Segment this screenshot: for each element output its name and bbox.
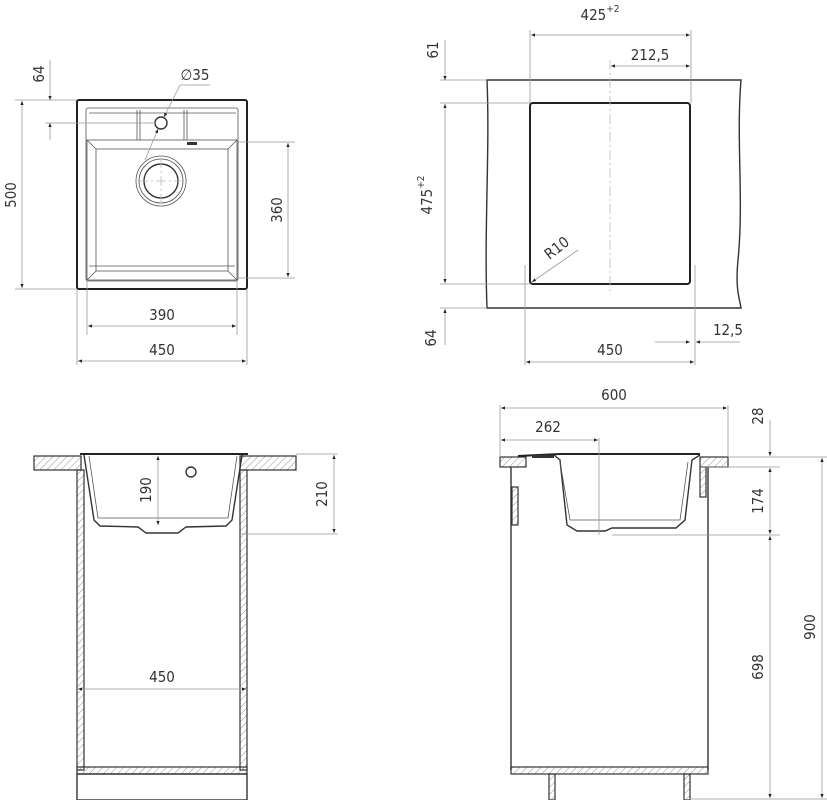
cabinet-leg-back — [683, 773, 691, 800]
dim-cutout-top-offset: 61 — [424, 41, 442, 58]
dim-cutout-width: 425+2 — [580, 4, 619, 24]
dim-top-tap-offset: 64 — [30, 65, 48, 82]
side-section: 600 262 28 174 698 900 — [499, 386, 827, 800]
dim-front-total-depth: 210 — [313, 481, 331, 507]
dim-tap-diameter: ∅35 — [181, 66, 210, 84]
dim-top-bowl-width: 390 — [149, 306, 175, 324]
side-countertop-left — [499, 456, 527, 468]
cabinet-wall-left — [76, 469, 85, 771]
dim-cutout-width-value: 425 — [580, 6, 606, 24]
dim-side-countertop-thickness: 28 — [749, 407, 767, 424]
dim-top-overall-width: 450 — [149, 341, 175, 359]
dim-side-floor-to-bowl: 698 — [749, 654, 767, 680]
side-sink-bowl — [553, 454, 701, 532]
cutout-view: 425+2 212,5 61 475+2 R10 64 450 12,5 — [416, 4, 743, 365]
side-countertop-right — [699, 456, 729, 468]
top-view: 500 64 360 390 450 ∅35 — [2, 60, 295, 365]
dim-side-drain-offset: 262 — [535, 418, 561, 436]
dim-side-bowl-below-counter: 174 — [749, 488, 767, 514]
countertop-left — [33, 455, 82, 471]
dim-cutout-half-width: 212,5 — [631, 46, 670, 64]
dim-corner-radius: R10 — [541, 233, 573, 264]
cabinet-floor — [76, 766, 248, 775]
dim-cutout-bottom-offset: 64 — [422, 329, 440, 346]
dim-cutout-depth-value: 475 — [418, 189, 436, 215]
tap-hole — [154, 116, 168, 130]
dim-side-cabinet-depth: 600 — [601, 386, 627, 404]
dim-front-cabinet-width: 450 — [149, 668, 175, 686]
dim-cutout-depth-tolerance: +2 — [416, 175, 427, 188]
dim-top-bowl-depth: 360 — [268, 197, 286, 223]
dim-cutout-width-tolerance: +2 — [606, 4, 619, 15]
sink-bowl-section — [83, 454, 243, 534]
dim-cutout-depth: 475+2 — [416, 175, 436, 214]
dim-top-overall-depth: 500 — [2, 182, 20, 208]
side-cabinet-floor — [510, 766, 709, 775]
front-section: 190 210 450 — [33, 453, 338, 800]
dim-side-total-height: 900 — [801, 614, 819, 640]
cabinet-leg-front — [548, 773, 556, 800]
dim-cutout-sink-width: 450 — [597, 341, 623, 359]
dim-cutout-side-offset: 12,5 — [713, 321, 743, 339]
countertop-right — [239, 455, 297, 471]
sink-outline — [76, 99, 248, 290]
countertop-outline — [485, 79, 742, 309]
dim-front-bowl-depth: 190 — [137, 477, 155, 503]
cabinet-wall-right — [239, 469, 248, 771]
